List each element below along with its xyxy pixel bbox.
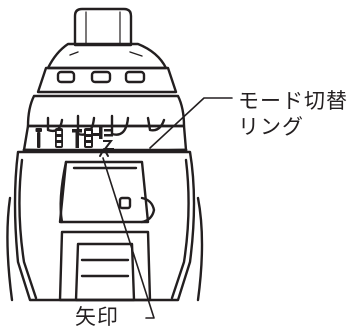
- drill-body: [6, 150, 204, 302]
- arrow-indicator-mark: [99, 148, 109, 157]
- callout-leaders: [102, 97, 233, 319]
- mode-ring-label-line2: リング: [238, 115, 304, 139]
- screwdriver-mode-symbol: [72, 128, 93, 148]
- clutch-mode-symbol: [93, 127, 114, 150]
- arrow-leader: [102, 157, 155, 319]
- arrow-label: 矢印: [75, 305, 119, 329]
- mode-ring-label-line1: モード切替: [238, 89, 348, 113]
- hammer-mode-symbol: [55, 128, 63, 148]
- drill-mode-symbol: [35, 128, 42, 148]
- chuck: [73, 7, 133, 47]
- nose-cone: [36, 42, 178, 94]
- mode-ring: [22, 94, 188, 153]
- mode-ring-leader: [149, 97, 233, 149]
- ring-mode-symbols: [35, 127, 114, 150]
